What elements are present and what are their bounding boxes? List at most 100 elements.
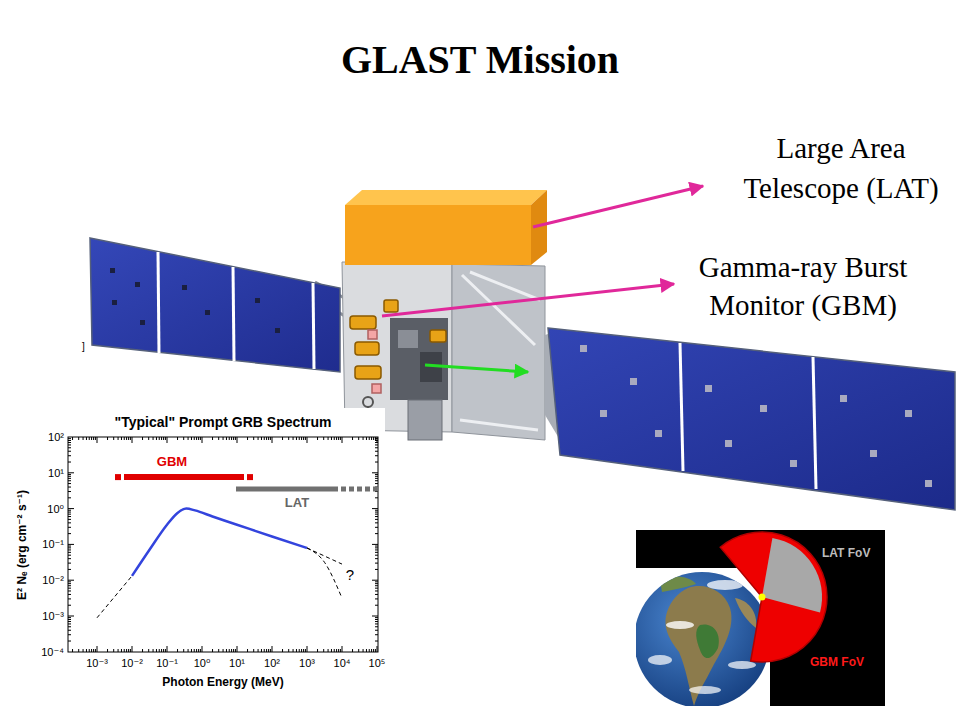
axis-tick-mark bbox=[375, 555, 378, 556]
axis-tick: 10⁰ bbox=[182, 655, 222, 671]
axis-tick-mark bbox=[153, 437, 154, 440]
axis-tick-mark bbox=[68, 583, 71, 584]
axis-tick-mark bbox=[68, 555, 71, 556]
axis-tick-mark bbox=[95, 437, 96, 440]
axis-tick-mark bbox=[118, 649, 119, 652]
axis-tick-mark bbox=[191, 649, 192, 652]
axis-tick-mark bbox=[68, 641, 71, 642]
axis-tick-mark bbox=[282, 437, 283, 440]
axis-tick-mark bbox=[68, 478, 71, 479]
axis-tick-mark bbox=[272, 437, 273, 443]
axis-tick-mark bbox=[270, 437, 271, 440]
stray-mark: ] bbox=[82, 341, 92, 353]
axis-tick-mark bbox=[375, 598, 378, 599]
axis-tick-mark bbox=[113, 649, 114, 652]
axis-tick-mark bbox=[323, 437, 324, 440]
axis-tick-mark bbox=[375, 617, 378, 618]
axis-tick-mark bbox=[177, 649, 178, 652]
axis-tick-mark bbox=[194, 649, 195, 652]
axis-tick-mark bbox=[247, 649, 248, 652]
axis-tick-mark bbox=[375, 549, 378, 550]
axis-tick-mark bbox=[375, 533, 378, 534]
axis-tick-mark bbox=[301, 437, 302, 440]
axis-tick-mark bbox=[68, 552, 71, 553]
axis-tick-mark bbox=[372, 580, 378, 581]
axis-tick: 10¹ bbox=[217, 655, 257, 671]
axis-tick-mark bbox=[68, 444, 71, 445]
spectrum-extrapolation bbox=[307, 548, 342, 598]
axis-tick-mark bbox=[153, 649, 154, 652]
fov-label: LAT FoV bbox=[822, 546, 882, 561]
axis-tick-mark bbox=[317, 649, 318, 652]
axis-tick-mark bbox=[373, 437, 374, 440]
axis-tick-mark bbox=[305, 437, 306, 440]
axis-tick-mark bbox=[323, 649, 324, 652]
axis-tick-mark bbox=[375, 569, 378, 570]
axis-tick-mark bbox=[126, 649, 127, 652]
axis-tick-mark bbox=[68, 598, 71, 599]
axis-tick-mark bbox=[375, 527, 378, 528]
axis-tick-mark bbox=[226, 437, 227, 440]
axis-tick-mark bbox=[78, 437, 79, 440]
axis-tick-mark bbox=[266, 649, 267, 652]
axis-tick-mark bbox=[258, 649, 259, 652]
axis-tick-mark bbox=[328, 649, 329, 652]
axis-tick-mark bbox=[305, 649, 306, 652]
axis-tick-mark bbox=[366, 649, 367, 652]
axis-tick-mark bbox=[124, 437, 125, 440]
axis-tick-mark bbox=[301, 649, 302, 652]
axis-tick-mark bbox=[121, 437, 122, 440]
axis-tick-mark bbox=[268, 437, 269, 440]
axis-tick-mark bbox=[303, 649, 304, 652]
axis-tick-mark bbox=[264, 649, 265, 652]
axis-tick-mark bbox=[68, 569, 71, 570]
axis-tick-mark bbox=[372, 616, 378, 617]
axis-tick-mark bbox=[198, 649, 199, 652]
axis-tick-mark bbox=[331, 437, 332, 440]
axis-tick-mark bbox=[372, 544, 378, 545]
axis-tick-mark bbox=[328, 437, 329, 440]
axis-tick-mark bbox=[89, 437, 90, 440]
axis-tick-mark bbox=[375, 474, 378, 475]
axis-tick-mark bbox=[130, 649, 131, 652]
axis-tick-mark bbox=[86, 649, 87, 652]
axis-tick: 10⁰ bbox=[24, 501, 64, 517]
axis-tick-mark bbox=[68, 585, 71, 586]
callout-label: Large Area Telescope (LAT) bbox=[725, 128, 957, 208]
axis-tick-mark bbox=[342, 646, 343, 652]
axis-tick-mark bbox=[334, 649, 335, 652]
axis-tick-mark bbox=[196, 437, 197, 440]
axis-tick-mark bbox=[68, 462, 71, 463]
series-label: LAT bbox=[275, 495, 319, 511]
fov-inset bbox=[636, 530, 885, 706]
axis-tick-mark bbox=[200, 649, 201, 652]
axis-tick-mark bbox=[375, 497, 378, 498]
axis-tick-mark bbox=[375, 451, 378, 452]
axis-tick-mark bbox=[375, 476, 378, 477]
axis-tick-mark bbox=[196, 649, 197, 652]
axis-tick-mark bbox=[375, 546, 378, 547]
axis-tick: 10⁻⁴ bbox=[24, 644, 64, 660]
axis-tick-mark bbox=[161, 649, 162, 652]
axis-tick-mark bbox=[89, 649, 90, 652]
axis-tick-mark bbox=[375, 590, 378, 591]
axis-tick-mark bbox=[375, 440, 378, 441]
axis-tick-mark bbox=[68, 510, 71, 511]
slide-title: GLAST Mission bbox=[0, 36, 960, 84]
axis-tick-mark bbox=[375, 438, 378, 439]
axis-tick-mark bbox=[126, 437, 127, 440]
axis-tick-mark bbox=[299, 437, 300, 440]
axis-tick: 10³ bbox=[287, 655, 327, 671]
axis-tick-mark bbox=[128, 437, 129, 440]
axis-tick-mark bbox=[340, 649, 341, 652]
axis-tick-mark bbox=[375, 516, 378, 517]
axis-tick-mark bbox=[369, 649, 370, 652]
axis-tick-mark bbox=[372, 472, 378, 473]
axis-tick-mark bbox=[121, 649, 122, 652]
axis-tick-mark bbox=[68, 480, 71, 481]
axis-tick-mark bbox=[375, 641, 378, 642]
axis-tick-mark bbox=[375, 558, 378, 559]
series-label: GBM bbox=[150, 454, 194, 470]
axis-tick: 10¹ bbox=[24, 465, 64, 481]
